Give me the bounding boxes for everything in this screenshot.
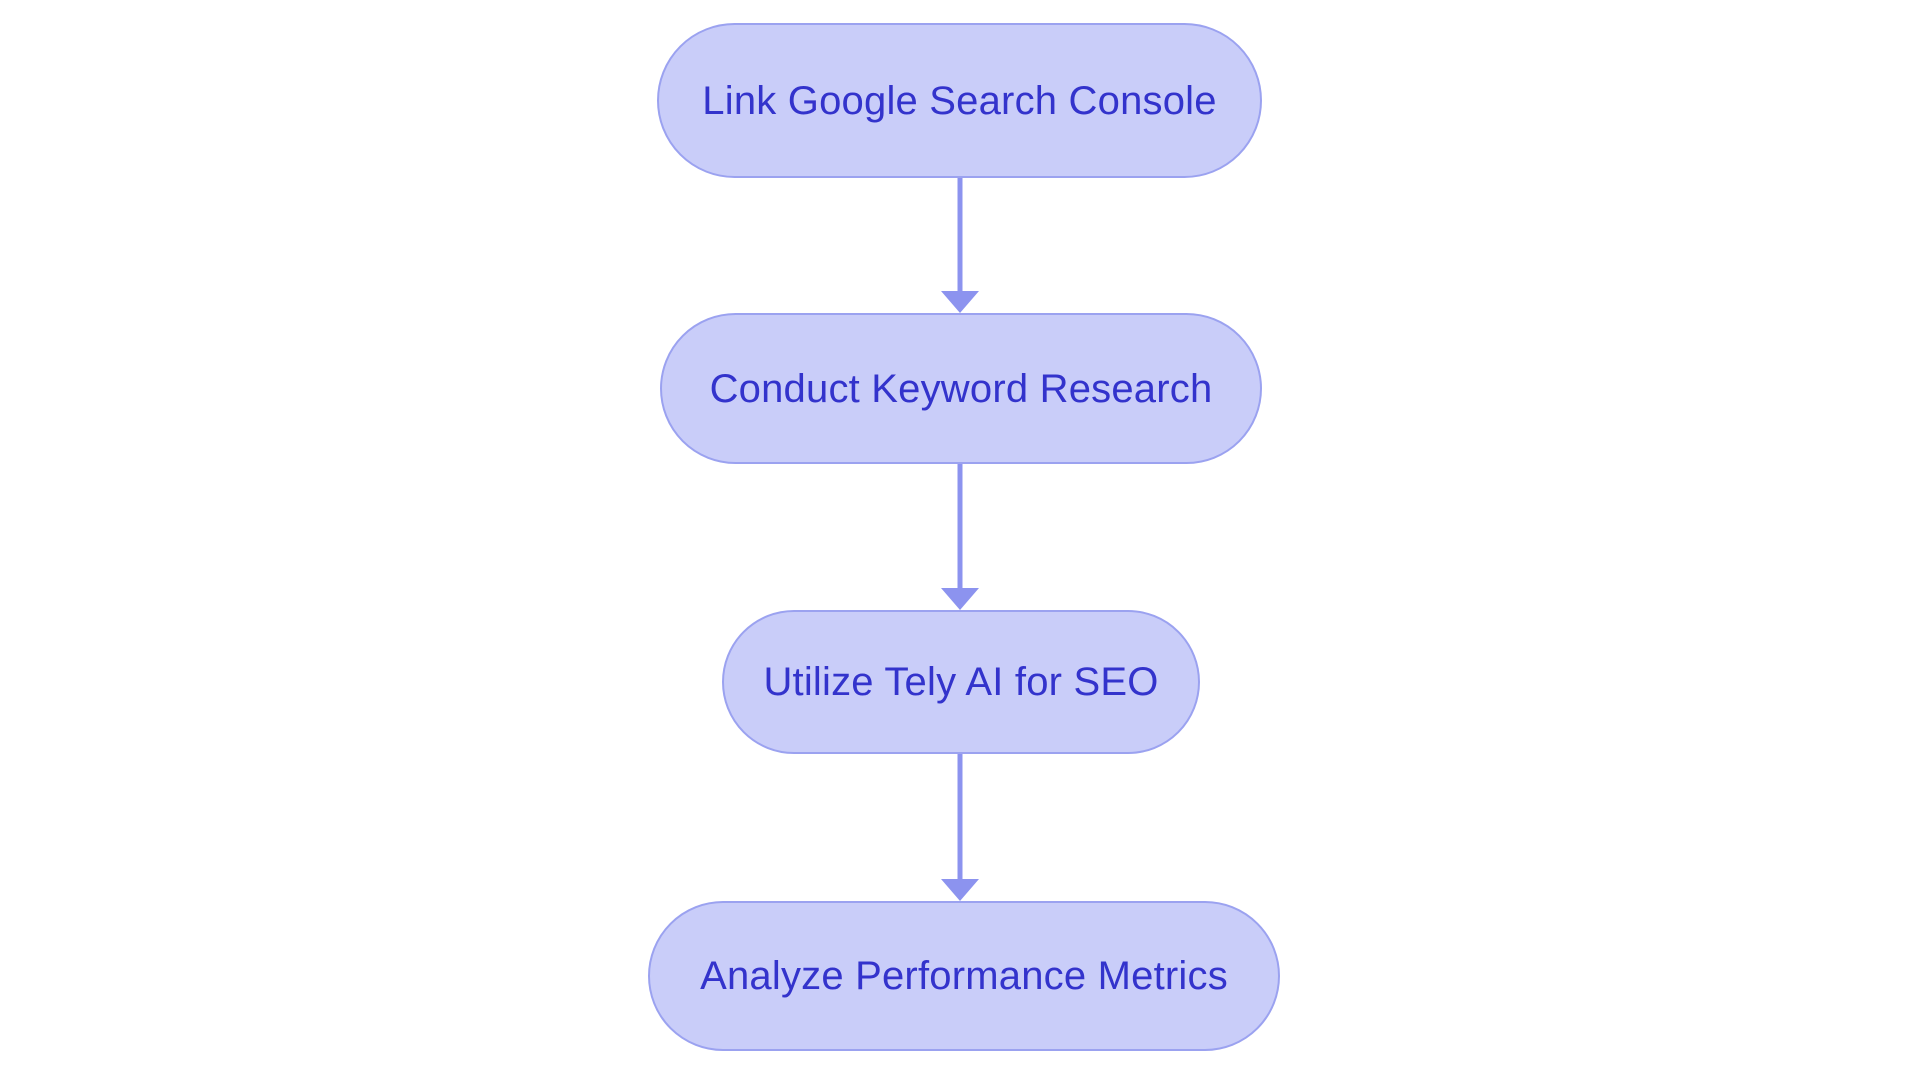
flow-node-label: Analyze Performance Metrics xyxy=(700,954,1228,998)
flow-node-conduct-keyword-research[interactable]: Conduct Keyword Research xyxy=(660,313,1262,464)
edge-conduct-keyword-research-to-utilize-tely-ai-for-seo xyxy=(941,464,979,610)
flow-node-label: Conduct Keyword Research xyxy=(709,366,1213,411)
flow-node-utilize-tely-ai-for-seo[interactable]: Utilize Tely AI for SEO xyxy=(722,610,1200,754)
flow-node-label: Utilize Tely AI for SEO xyxy=(763,660,1159,704)
flow-node-analyze-performance-metrics[interactable]: Analyze Performance Metrics xyxy=(648,901,1280,1051)
edge-utilize-tely-ai-for-seo-to-analyze-performance-metrics xyxy=(941,754,979,901)
edge-link-google-search-console-to-conduct-keyword-research xyxy=(941,178,979,313)
flow-node-link-google-search-console[interactable]: Link Google Search Console xyxy=(657,23,1262,178)
flow-node-label: Link Google Search Console xyxy=(702,78,1217,123)
